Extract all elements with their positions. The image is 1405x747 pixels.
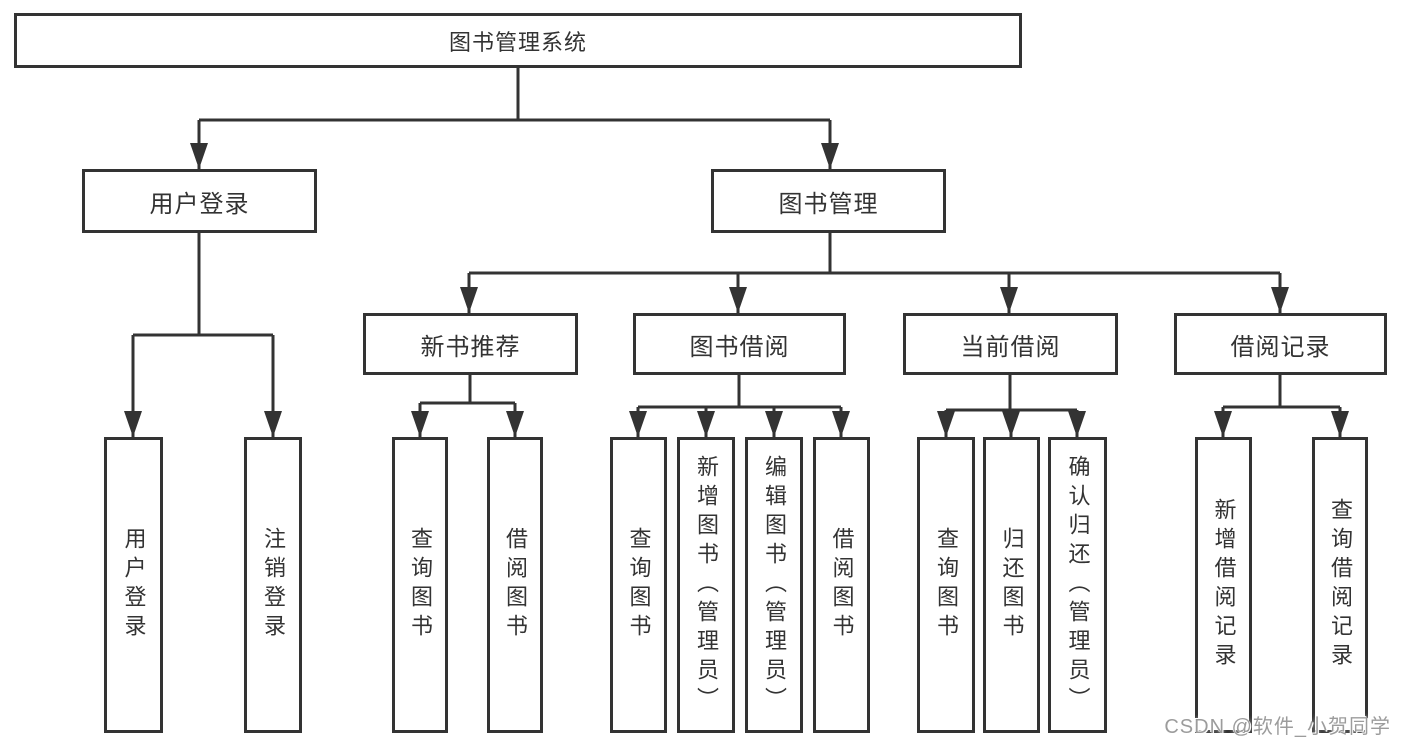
leaf-label: 注销登录 (261, 527, 286, 643)
node-label: 新书推荐 (420, 333, 521, 361)
node-label: 图书借阅 (689, 333, 790, 361)
leaf-label: 查询图书 (408, 527, 433, 643)
leaf-borrow-query-books: 查询图书 (610, 437, 667, 733)
node-book-management-group: 图书管理 (711, 169, 946, 233)
leaf-borrow-books: 借阅图书 (813, 437, 870, 733)
leaf-label: 确认归还（管理员） (1065, 454, 1091, 716)
leaf-add-borrow-record: 新增借阅记录 (1195, 437, 1252, 733)
leaf-label: 用户登录 (121, 527, 147, 643)
leaf-user-login: 用户登录 (104, 437, 163, 733)
arrowheads (124, 143, 1349, 437)
node-current-borrow: 当前借阅 (903, 313, 1118, 375)
leaf-label: 查询图书 (934, 527, 959, 643)
node-label: 当前借阅 (960, 333, 1061, 361)
leaf-confirm-return-admin: 确认归还（管理员） (1048, 437, 1107, 733)
leaf-label: 新增借阅记录 (1211, 498, 1237, 672)
leaf-label: 归还图书 (999, 527, 1025, 643)
leaf-label: 借阅图书 (829, 527, 855, 643)
node-label: 借阅记录 (1230, 333, 1331, 361)
leaf-label: 编辑图书（管理员） (762, 454, 787, 716)
leaf-label: 查询借阅记录 (1328, 498, 1353, 672)
leaf-query-borrow-record: 查询借阅记录 (1312, 437, 1368, 733)
node-label: 图书管理 (778, 190, 879, 218)
node-label: 用户登录 (149, 190, 250, 218)
leaf-label: 借阅图书 (503, 527, 528, 643)
node-new-book-recommend: 新书推荐 (363, 313, 578, 375)
node-borrow-records: 借阅记录 (1174, 313, 1387, 375)
leaf-newbook-borrow-books: 借阅图书 (487, 437, 543, 733)
node-label: 图书管理系统 (448, 29, 587, 55)
leaf-logout: 注销登录 (244, 437, 302, 733)
leaf-return-books: 归还图书 (983, 437, 1040, 733)
csdn-watermark: CSDN @软件_小贺同学 (1164, 716, 1391, 738)
leaf-label: 查询图书 (626, 527, 652, 643)
node-book-borrow: 图书借阅 (633, 313, 846, 375)
node-system-root: 图书管理系统 (14, 13, 1022, 68)
leaf-current-query-books: 查询图书 (917, 437, 975, 733)
leaf-add-books-admin: 新增图书（管理员） (677, 437, 735, 733)
leaf-label: 新增图书（管理员） (694, 454, 719, 716)
node-user-login-group: 用户登录 (82, 169, 317, 233)
leaf-newbook-query-books: 查询图书 (392, 437, 448, 733)
leaf-edit-books-admin: 编辑图书（管理员） (745, 437, 803, 733)
